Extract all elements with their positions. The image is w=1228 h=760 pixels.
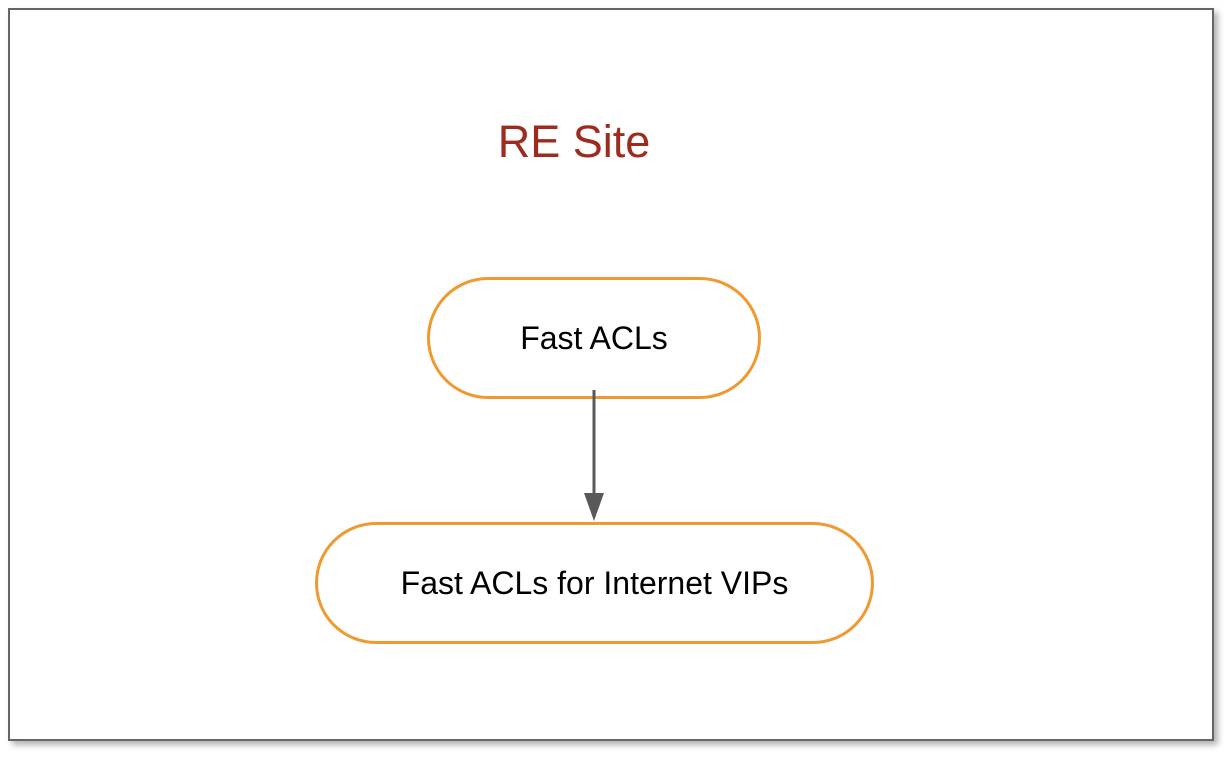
diagram-title: RE Site <box>497 116 651 167</box>
node-fast-acls-label: Fast ACLs <box>520 320 668 356</box>
connector-arrow-fast-acls-to-internet-vips <box>584 390 604 521</box>
node-fast-acls-for-internet-vips-label: Fast ACLs for Internet VIPs <box>400 565 789 601</box>
node-fast-acls[interactable]: Fast ACLs <box>427 277 761 399</box>
arrowhead-down-icon <box>584 493 604 521</box>
diagram-panel-frame: RE Site Fast ACLs Fast ACLs for Internet… <box>8 8 1214 741</box>
node-fast-acls-for-internet-vips[interactable]: Fast ACLs for Internet VIPs <box>315 522 874 644</box>
